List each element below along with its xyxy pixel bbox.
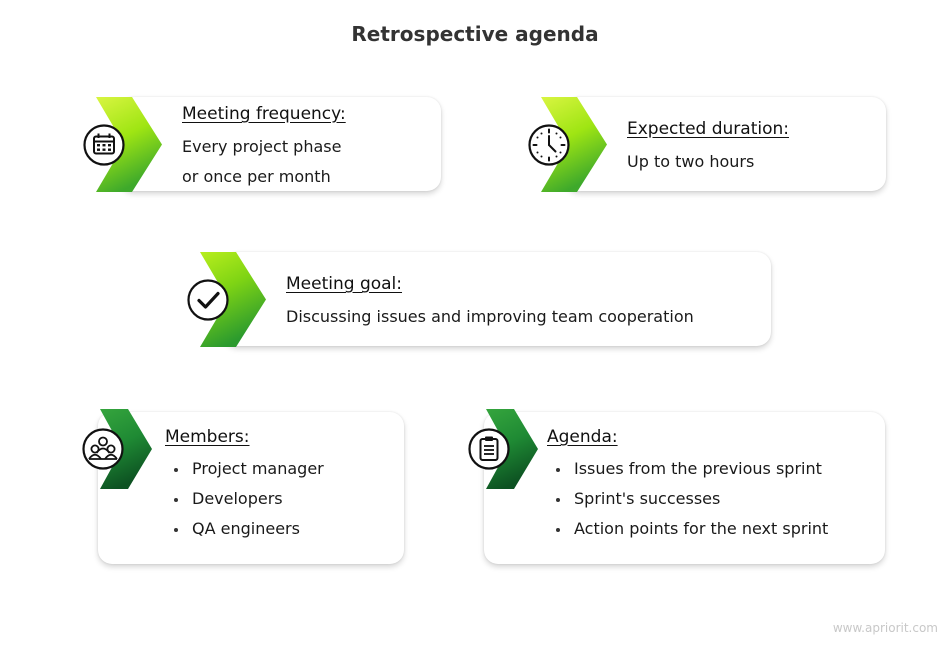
- agenda-list: Issues from the previous sprint Sprint's…: [554, 454, 828, 544]
- list-item: QA engineers: [172, 514, 324, 544]
- list-item: Issues from the previous sprint: [554, 454, 828, 484]
- agenda-card: [484, 412, 885, 564]
- duration-heading: Expected duration:: [627, 119, 789, 139]
- frequency-chevron: [96, 97, 162, 192]
- frequency-card: [120, 97, 441, 191]
- goal-heading: Meeting goal:: [286, 274, 403, 294]
- goal-line-1: Discussing issues and improving team coo…: [286, 307, 694, 326]
- goal-chevron: [200, 252, 266, 347]
- list-item: Project manager: [172, 454, 324, 484]
- frequency-heading: Meeting frequency:: [182, 104, 346, 124]
- frequency-line-2: or once per month: [182, 167, 331, 186]
- agenda-heading: Agenda:: [547, 427, 618, 447]
- watermark: www.apriorit.com: [832, 621, 938, 635]
- agenda-chevron: [486, 409, 538, 489]
- duration-chevron: [541, 97, 607, 192]
- duration-card: [565, 97, 886, 191]
- page-title: Retrospective agenda: [351, 22, 599, 46]
- team-icon: [82, 428, 124, 470]
- calendar-icon: [83, 124, 125, 166]
- members-list: Project manager Developers QA engineers: [172, 454, 324, 544]
- members-chevron: [100, 409, 152, 489]
- clock-icon: [528, 124, 570, 166]
- clipboard-icon: [468, 428, 510, 470]
- list-item: Action points for the next sprint: [554, 514, 828, 544]
- list-item: Developers: [172, 484, 324, 514]
- checkmark-icon: [187, 279, 229, 321]
- members-heading: Members:: [165, 427, 250, 447]
- duration-line-1: Up to two hours: [627, 152, 755, 171]
- list-item: Sprint's successes: [554, 484, 828, 514]
- members-card: [98, 412, 404, 564]
- frequency-line-1: Every project phase: [182, 137, 342, 156]
- goal-card: [224, 252, 771, 346]
